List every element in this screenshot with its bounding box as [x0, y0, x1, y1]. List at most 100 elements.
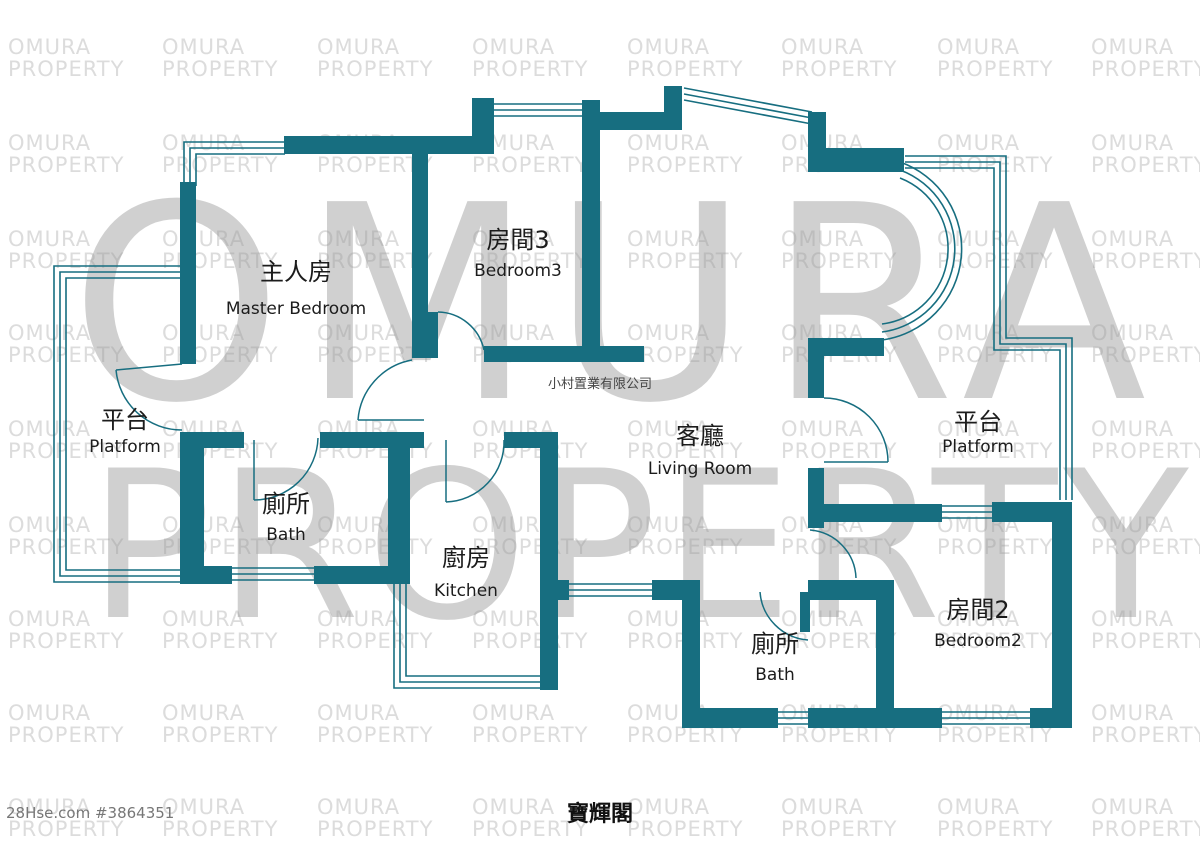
watermark-tile-line2: PROPERTY — [472, 817, 589, 841]
kitchen-label-zh: 廚房 — [442, 544, 490, 572]
bedroom2-label-zh: 房間2 — [946, 596, 1010, 624]
watermark-tile-line2: PROPERTY — [627, 343, 744, 367]
watermark-tile-line1: OMURA — [317, 35, 401, 59]
watermark-tile-line1: OMURA — [1091, 131, 1175, 155]
watermark-tile-line2: PROPERTY — [162, 57, 279, 81]
watermark-tile-line1: OMURA — [472, 701, 556, 725]
watermark-tile-line2: PROPERTY — [937, 629, 1054, 653]
watermark-tile-line2: PROPERTY — [1091, 153, 1200, 177]
watermark-tile-line1: OMURA — [1091, 795, 1175, 819]
watermark-tile-line1: OMURA — [317, 701, 401, 725]
watermark-tile-line1: OMURA — [627, 795, 711, 819]
watermark-tile-line2: PROPERTY — [627, 817, 744, 841]
watermark-tile-line2: PROPERTY — [8, 817, 125, 841]
watermark-tile-line1: OMURA — [1091, 701, 1175, 725]
watermark-tile-line1: OMURA — [317, 227, 401, 251]
watermark-tile-line2: PROPERTY — [1091, 629, 1200, 653]
watermark-tile-line2: PROPERTY — [472, 249, 589, 273]
watermark-tile-line1: OMURA — [937, 131, 1021, 155]
master-bedroom-label-zh: 主人房 — [260, 258, 332, 286]
watermark-tile-line2: PROPERTY — [627, 57, 744, 81]
watermark-tile-line1: OMURA — [162, 795, 246, 819]
watermark-tile-line1: OMURA — [317, 321, 401, 345]
watermark-tile-line1: OMURA — [781, 227, 865, 251]
watermark-tile-line2: PROPERTY — [1091, 343, 1200, 367]
watermark-tile-line2: PROPERTY — [627, 535, 744, 559]
master-bedroom-label-en: Master Bedroom — [225, 299, 367, 319]
watermark-tile-line1: OMURA — [627, 131, 711, 155]
watermark-tile-line1: OMURA — [627, 417, 711, 441]
watermark-tile-line1: OMURA — [472, 795, 556, 819]
watermark-tile-line2: PROPERTY — [781, 439, 898, 463]
watermark-tile-line1: OMURA — [937, 607, 1021, 631]
watermark-tile-line2: PROPERTY — [937, 153, 1054, 177]
watermark-tile-line2: PROPERTY — [1091, 723, 1200, 747]
watermark-tile-line1: OMURA — [162, 607, 246, 631]
watermark-tile-line2: PROPERTY — [317, 57, 434, 81]
watermark-tile-line2: PROPERTY — [781, 723, 898, 747]
bath-left-label-zh: 廁所 — [262, 490, 310, 518]
watermark-tile-line2: PROPERTY — [162, 723, 279, 747]
watermark-tile-line2: PROPERTY — [317, 817, 434, 841]
watermark-tile-line1: OMURA — [1091, 35, 1175, 59]
bath-right-label-en: Bath — [755, 665, 795, 685]
bedroom3-label-en: Bedroom3 — [474, 261, 562, 281]
watermark-tile-line1: OMURA — [1091, 321, 1175, 345]
watermark-tile-line1: OMURA — [781, 795, 865, 819]
watermark-tile-line1: OMURA — [1091, 417, 1175, 441]
watermark-tile-line2: PROPERTY — [317, 249, 434, 273]
watermark-tile-line1: OMURA — [8, 227, 92, 251]
watermark-tile-line2: PROPERTY — [1091, 249, 1200, 273]
bath-left-label-en: Bath — [266, 525, 306, 545]
watermark-tile-line2: PROPERTY — [317, 153, 434, 177]
watermark-tile-line2: PROPERTY — [472, 535, 589, 559]
windows — [53, 87, 1073, 725]
bedroom2-label-en: Bedroom2 — [934, 631, 1022, 651]
watermark-tile-line2: PROPERTY — [937, 817, 1054, 841]
watermark-tile-line2: PROPERTY — [1091, 817, 1200, 841]
watermark-tile-line2: PROPERTY — [627, 249, 744, 273]
watermark-tile-line1: OMURA — [8, 35, 92, 59]
watermark-tile-line1: OMURA — [937, 321, 1021, 345]
watermark-tile-line1: OMURA — [472, 227, 556, 251]
watermark-tile-line1: OMURA — [627, 35, 711, 59]
watermark-tile-line1: OMURA — [317, 607, 401, 631]
watermark-tile-line2: PROPERTY — [937, 535, 1054, 559]
watermark-tile-line2: PROPERTY — [781, 629, 898, 653]
watermark-tile-line2: PROPERTY — [781, 817, 898, 841]
watermark-tile-line2: PROPERTY — [317, 629, 434, 653]
watermark-tile-line2: PROPERTY — [8, 57, 125, 81]
watermark-tile-line2: PROPERTY — [162, 817, 279, 841]
watermark-tile-line1: OMURA — [937, 35, 1021, 59]
watermark-tile-line2: PROPERTY — [937, 439, 1054, 463]
watermark-tile-line2: PROPERTY — [8, 723, 125, 747]
